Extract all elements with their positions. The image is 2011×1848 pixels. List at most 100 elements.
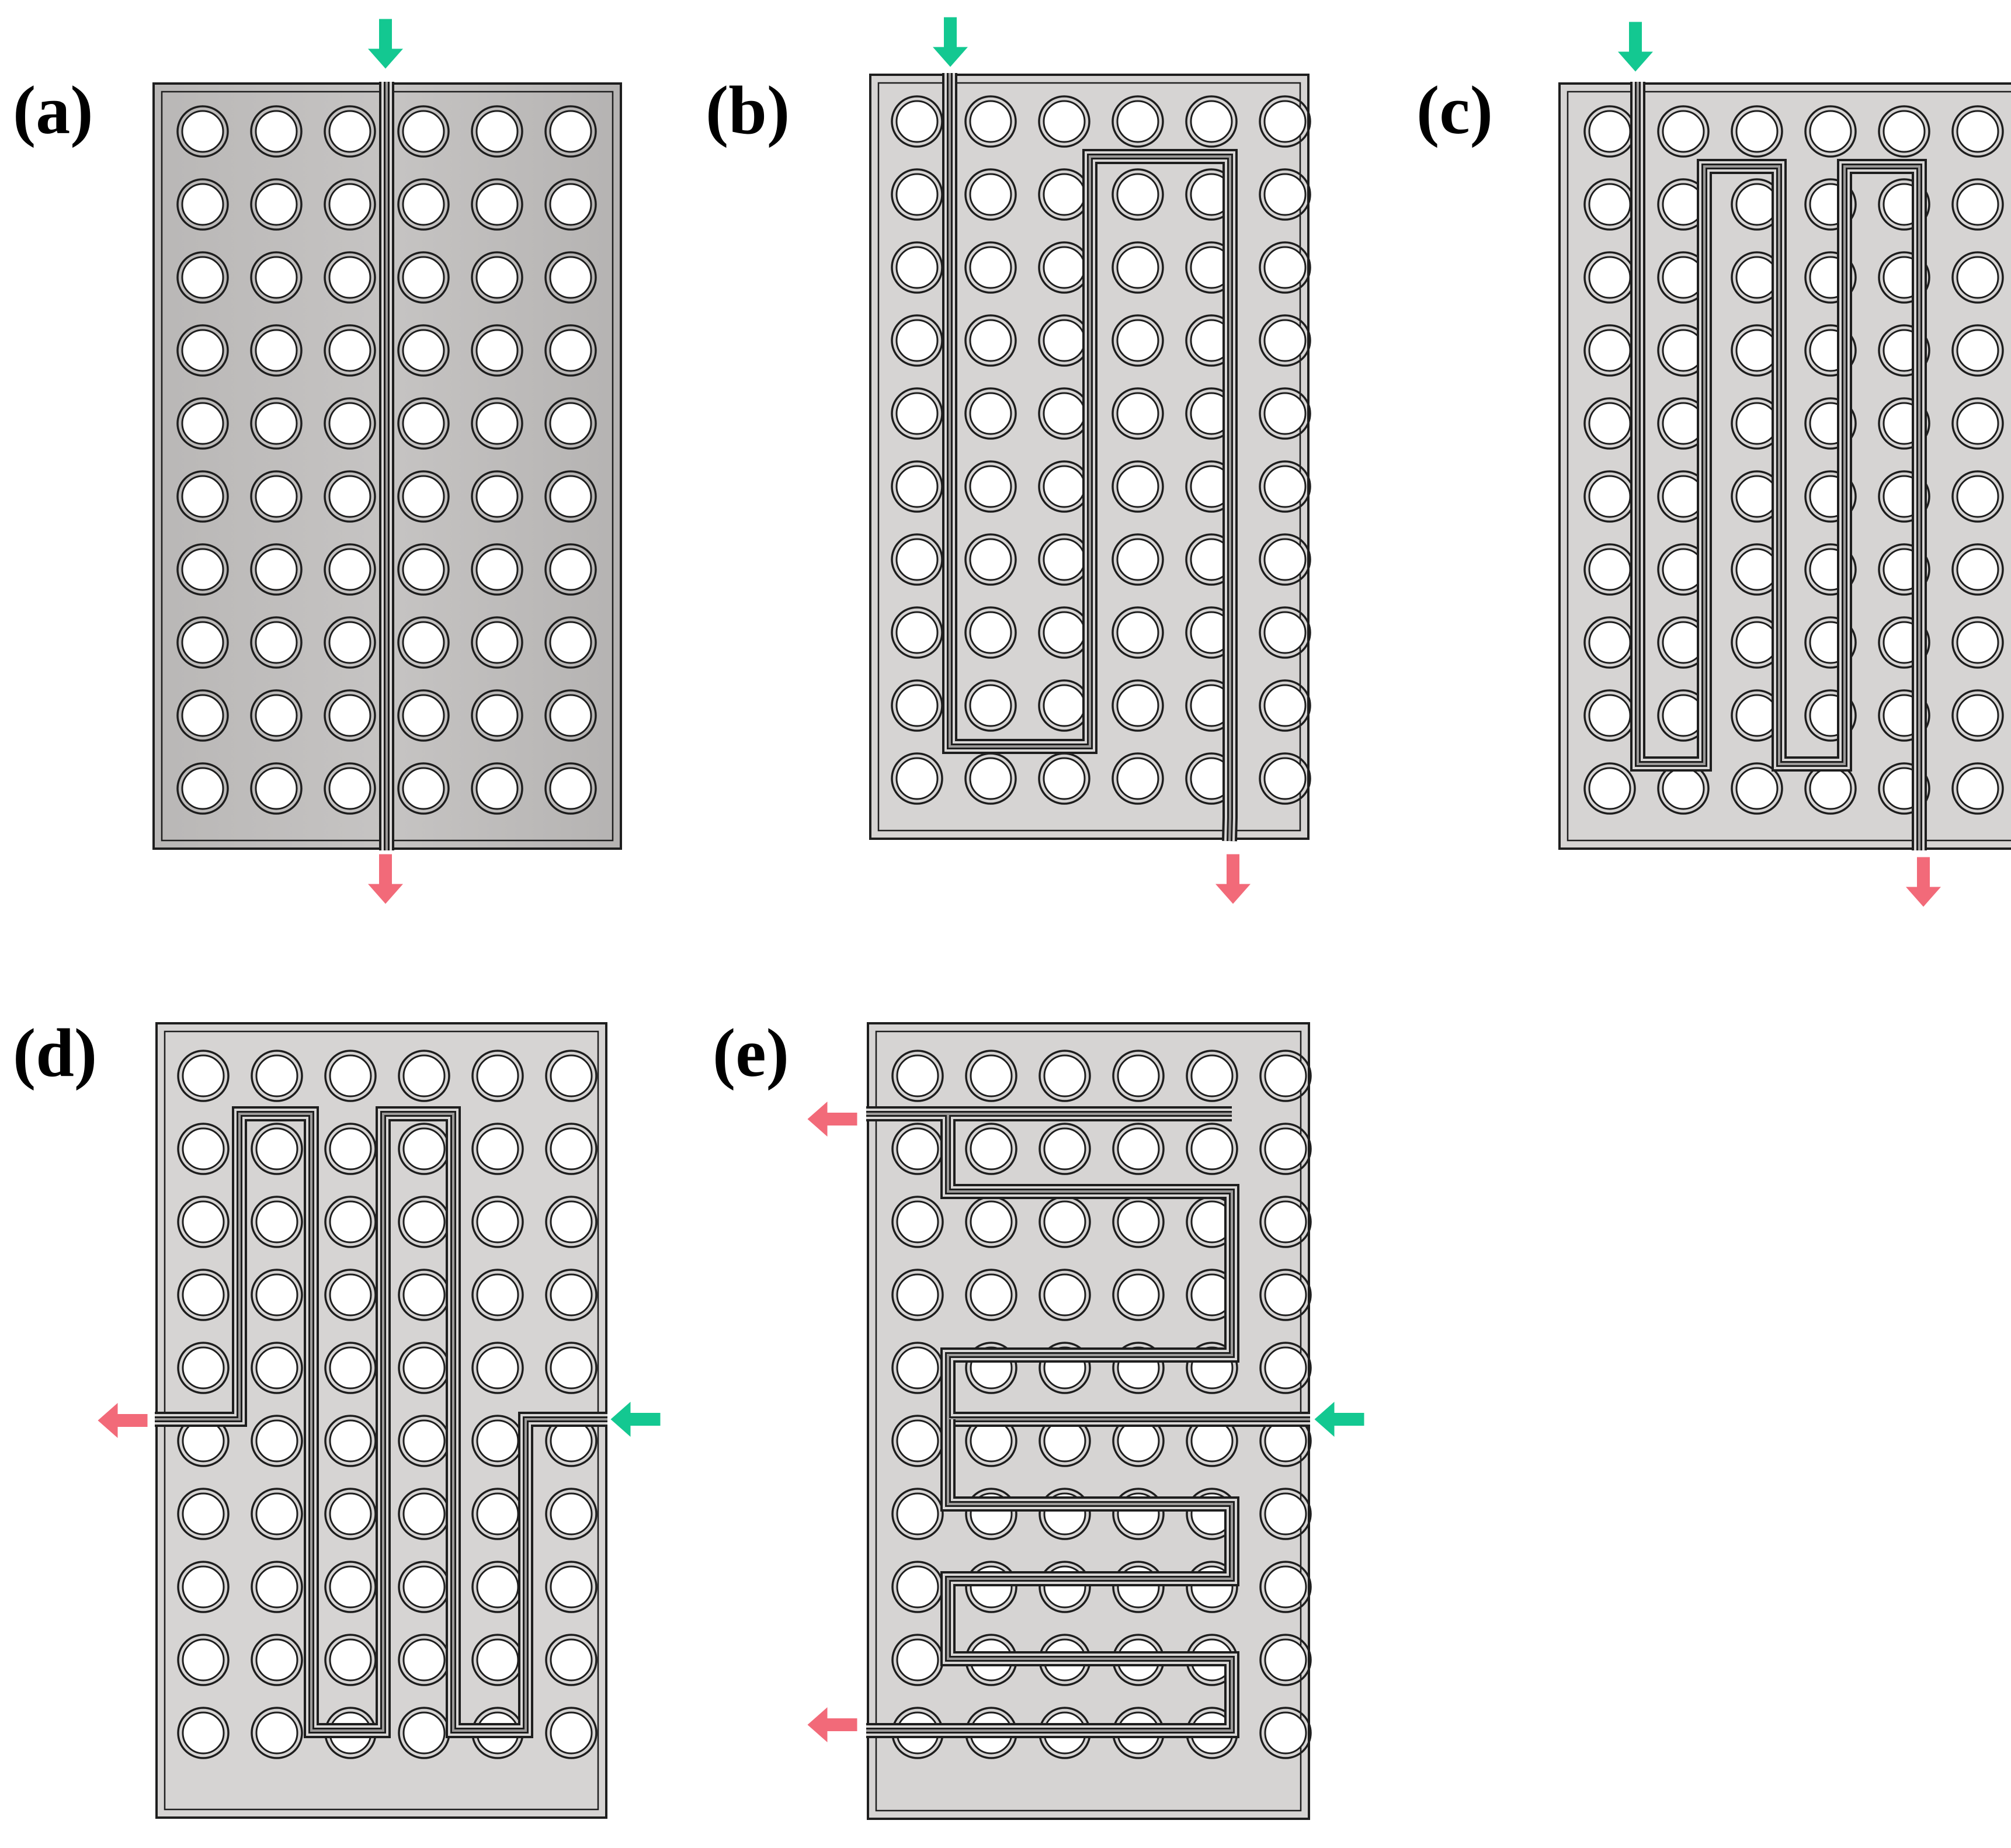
cooling-hole-rim <box>1112 241 1164 294</box>
cooling-hole-rim <box>1583 762 1636 815</box>
cooling-hole <box>402 1346 446 1390</box>
cooling-hole <box>476 1054 519 1097</box>
cooling-hole-rim <box>544 616 597 669</box>
cooling-hole <box>255 621 298 664</box>
cooling-hole <box>1735 475 1779 518</box>
cooling-hole-rim <box>397 470 450 523</box>
cooling-hole <box>328 548 371 591</box>
cooling-hole-rim <box>324 543 376 596</box>
cooling-hole-rim <box>471 470 523 523</box>
cooling-hole <box>896 1273 939 1316</box>
cooling-hole <box>255 767 298 810</box>
cooling-hole <box>1043 1273 1086 1316</box>
cooling-hole <box>402 1200 446 1243</box>
inlet-arrow <box>933 17 968 67</box>
cooling-hole <box>475 329 519 372</box>
cooling-hole-rim <box>891 752 943 805</box>
cooling-hole <box>1588 475 1631 518</box>
cooling-hole <box>1956 329 1999 372</box>
cooling-hole <box>1043 757 1086 800</box>
cooling-hole-rim <box>1259 752 1311 805</box>
cooling-hole-rim <box>1112 606 1164 659</box>
cooling-hole <box>1735 621 1779 664</box>
cooling-hole <box>402 1711 446 1755</box>
cooling-hole-rim <box>1951 178 2004 231</box>
cooling-hole-rim <box>1878 251 1930 304</box>
cooling-hole-rim <box>324 689 376 742</box>
arrows-d <box>98 1402 661 1438</box>
cooling-hole <box>328 402 371 445</box>
inlet-arrow <box>1314 1402 1364 1437</box>
cooling-hole <box>970 1127 1013 1170</box>
cooling-hole-rim <box>177 1342 230 1394</box>
cooling-hole <box>475 402 519 445</box>
cooling-hole <box>476 1273 519 1316</box>
cooling-hole-rim <box>1259 679 1311 732</box>
cooling-hole-rim <box>1731 105 1783 158</box>
cooling-hole <box>1956 402 1999 445</box>
cooling-hole-rim <box>544 762 597 815</box>
cooling-hole-rim <box>544 397 597 450</box>
cooling-hole <box>181 183 224 226</box>
cooling-hole-rim <box>397 397 450 450</box>
cooling-hole-rim <box>397 762 450 815</box>
cooling-hole-rim <box>176 689 229 742</box>
outlet-arrow <box>98 1403 148 1438</box>
cooling-hole <box>1264 1273 1307 1316</box>
cooling-hole <box>1264 1054 1307 1097</box>
cooling-hole <box>1263 538 1307 581</box>
cooling-hole <box>329 1273 372 1316</box>
cooling-hole <box>969 611 1012 654</box>
cooling-hole-rim <box>177 1634 230 1686</box>
arrows-a <box>368 19 403 904</box>
cooling-hole <box>549 110 592 153</box>
cooling-hole-rim <box>1259 1488 1312 1540</box>
cooling-hole-rim <box>397 689 450 742</box>
cooling-hole-rim <box>1038 95 1090 148</box>
cooling-hole-rim <box>1657 105 1710 158</box>
cooling-hole <box>895 538 939 581</box>
cooling-hole <box>475 183 519 226</box>
cooling-hole <box>895 684 939 727</box>
cooling-hole <box>549 256 592 299</box>
cooling-hole <box>1263 757 1307 800</box>
cooling-hole <box>328 621 371 664</box>
cooling-hole <box>328 329 371 372</box>
cooling-hole <box>1264 1565 1307 1609</box>
cooling-hole-rim <box>545 1707 598 1759</box>
cooling-hole <box>1043 611 1086 654</box>
cooling-hole-rim <box>1804 178 1857 231</box>
cooling-hole <box>1263 100 1307 143</box>
cooling-hole-rim <box>1112 1123 1165 1175</box>
cooling-hole <box>1117 1273 1160 1316</box>
panel-e: (e) <box>713 1015 1364 1820</box>
cooling-hole-rim <box>1804 324 1857 377</box>
cooling-hole <box>402 402 445 445</box>
cooling-hole-rim <box>324 762 376 815</box>
cooling-hole <box>476 1492 519 1536</box>
cooling-hole-rim <box>324 397 376 450</box>
cooling-hole-rim <box>1951 470 2004 523</box>
cooling-hole-rim <box>251 1269 303 1321</box>
cooling-hole-rim <box>1259 460 1311 513</box>
cooling-hole <box>1588 694 1631 737</box>
cooling-hole-rim <box>964 533 1017 586</box>
cooling-hole <box>328 183 371 226</box>
cooling-hole <box>402 1127 446 1170</box>
cooling-hole <box>1735 256 1779 299</box>
cooling-hole-rim <box>891 1050 944 1102</box>
cooling-hole <box>1588 548 1631 591</box>
cooling-hole-rim <box>1804 470 1857 523</box>
cooling-hole <box>1662 767 1705 810</box>
cooling-hole <box>255 1492 298 1536</box>
cooling-hole <box>1263 392 1307 435</box>
cooling-hole <box>895 611 939 654</box>
cooling-hole <box>895 392 939 435</box>
cooling-hole <box>182 1273 225 1316</box>
cooling-hole <box>402 329 445 372</box>
cooling-hole <box>1588 110 1631 153</box>
cooling-hole <box>1116 757 1159 800</box>
cooling-hole <box>1116 538 1159 581</box>
cooling-hole <box>328 256 371 299</box>
